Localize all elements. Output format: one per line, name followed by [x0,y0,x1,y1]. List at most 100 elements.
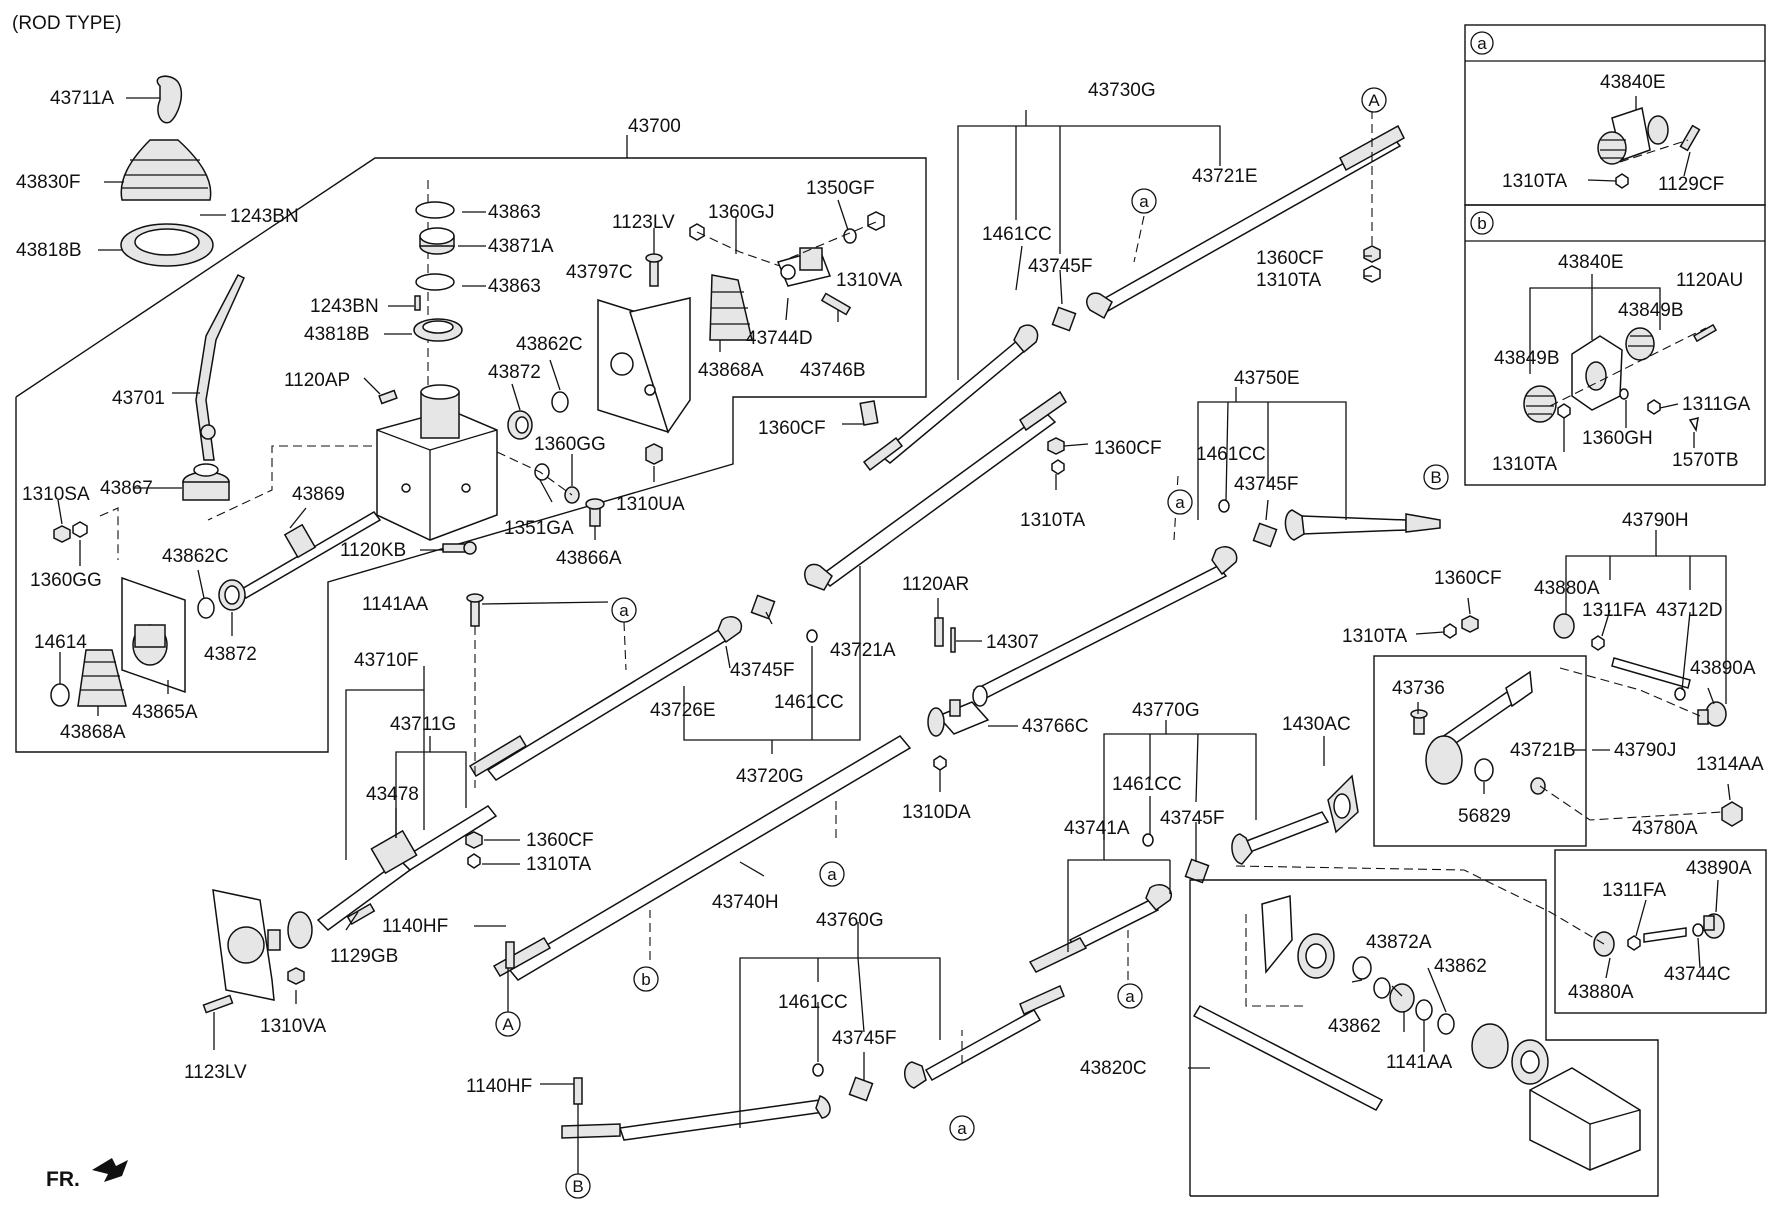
svg-text:B: B [1430,468,1441,487]
svg-text:a: a [1139,192,1149,211]
label-1360CF-4: 1360CF [526,830,594,851]
washer-1351GA [534,463,550,481]
bolt-1120AP [378,389,398,405]
label-43797C: 43797C [566,262,633,283]
bolt-1243BN [414,295,421,311]
label-43862C-1: 43862C [516,334,583,355]
front-direction-arrow-icon [92,1158,128,1182]
label-1243BN-2: 1243BN [310,296,379,317]
inset-a-label-43840E: 43840E [1600,72,1666,93]
label-1243BN-1: 1243BN [230,206,299,227]
nut-1360CF-mid [1047,437,1065,455]
inset-b-tag: b [1477,214,1486,233]
label-43745F-1: 43745F [1028,256,1092,277]
nut-1360CF-left [465,831,483,849]
plate-43710F [212,889,281,1001]
boot-retainer-ring [120,223,214,267]
label-43721A: 43721A [830,640,896,661]
svg-text:b: b [641,970,650,989]
label-1461CC-4: 1461CC [1112,774,1182,795]
label-1120KB: 1120KB [340,540,406,561]
nut-1311FA-bottom [1627,935,1641,951]
flange-43710F [287,911,313,949]
callout-a-1: a [1131,188,1157,214]
label-43700: 43700 [628,116,681,137]
snap-ring-top [415,201,455,219]
rod-43780A [1643,927,1687,943]
svg-text:a: a [619,601,629,620]
inset-a-label-1310TA: 1310TA [1502,171,1567,192]
bolt-43746B [820,292,852,316]
label-43745F-5: 43745F [832,1028,896,1049]
label-1360GJ: 1360GJ [708,202,775,223]
nut-1360CF-top [859,400,879,426]
label-1430AC: 1430AC [1282,714,1351,735]
nut-43712D [1674,687,1686,701]
label-1461CC-1: 1461CC [982,224,1052,245]
yoke-43730G [1086,292,1113,320]
rod-43790H [1611,657,1691,689]
nut-1314AA [1721,801,1743,827]
clip-43862C-top [551,391,569,413]
label-43872-1: 43872 [488,362,541,383]
label-14614: 14614 [34,632,87,653]
nut-1310VA-bottom [287,967,305,985]
pin-14307 [950,627,956,653]
label-1360CF-2: 1360CF [758,418,826,439]
ring-43862-b [1373,977,1391,999]
label-56829: 56829 [1458,806,1511,827]
yoke-43726E [717,616,743,644]
label-43862-1: 43862 [1434,956,1487,977]
washer-43744C [1692,923,1704,937]
label-43862-2: 43862 [1328,1016,1381,1037]
label-43890A-1: 43890A [1690,658,1756,679]
lever-43744D [776,247,832,287]
shift-boot [120,139,212,201]
boot-43868A-lower [77,649,127,707]
label-1310UA: 1310UA [616,494,685,515]
label-43880A-1: 43880A [1534,578,1600,599]
label-43770G: 43770G [1132,700,1200,721]
ring-56829 [1474,758,1494,782]
label-1310TA-2: 1310TA [1020,510,1085,531]
shift-knob [156,75,182,124]
bolt-1141AA-top [466,593,484,627]
washer-43721B [1530,777,1546,795]
inset-b-label-43849B-right: 43849B [1618,300,1684,321]
bolt-1123LV-bottom [202,994,234,1014]
bearing-43872A [1297,933,1335,979]
ring-1141AA-b [1415,999,1433,1021]
front-marker-label: FR. [46,1168,80,1191]
callout-a-3: a [611,597,637,623]
label-43780A: 43780A [1632,818,1698,839]
rod-43710F [316,805,498,931]
label-1360GG-1: 1360GG [534,434,606,455]
label-43872-2: 43872 [204,644,257,665]
nut-1360GG-left [72,521,88,538]
joint-43745F-2 [750,594,776,620]
label-1314AA: 1314AA [1696,754,1764,775]
bracket-43766C [927,699,990,737]
label-43726E: 43726E [650,700,716,721]
inset-a: a 43840E 1310TA 1129CF [1464,24,1766,206]
label-1360CF-5: 1360CF [1434,568,1502,589]
nut-1310VA-top [867,211,885,231]
rod-43760G-upper [904,984,1065,1089]
label-43745F-4: 43745F [1160,808,1224,829]
joint-43478 [370,829,418,875]
joint-43745F-3 [1252,522,1278,548]
nut-1360CF-right [1363,245,1381,263]
nut-1310TA-left [467,853,481,869]
bolt-1140HF-left [505,941,515,969]
nut-1310TA-right [1363,265,1381,283]
label-1129GB: 1129GB [330,946,398,967]
inset-b: b 43840E 1120AU 43849B 43849B 1311GA 136… [1464,204,1766,486]
label-43862C-2: 43862C [162,546,229,567]
label-43721E: 43721E [1192,166,1258,187]
label-1123LV-1: 1123LV [612,212,675,233]
rod-43750E [972,565,1228,707]
svg-text:A: A [1368,91,1380,110]
label-1311FA-1: 1311FA [1582,600,1646,621]
plate-43865A [121,576,186,694]
